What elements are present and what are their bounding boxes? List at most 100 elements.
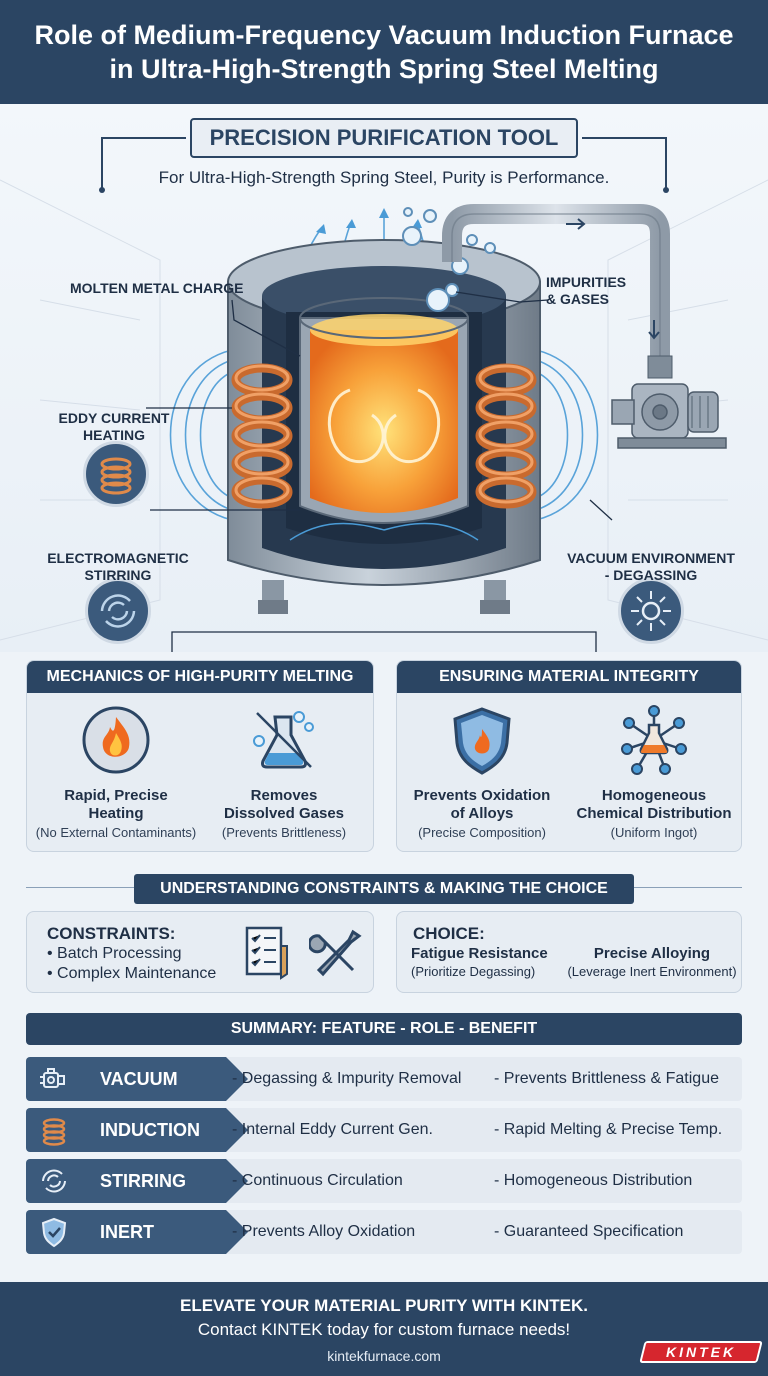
integrity-title: ENSURING MATERIAL INTEGRITY [397,661,741,693]
divider-left [26,887,136,888]
swirl-icon [42,1169,66,1193]
integrity-item-oxidation: Prevents Oxidation of Alloys (Precise Co… [397,703,567,840]
label-eddy-current: EDDY CURRENT HEATING [54,410,174,444]
label-impurities: IMPURITIES & GASES [546,274,626,308]
choice-option-alloying-sub: (Leverage Inert Environment) [567,964,737,979]
flame-icon [79,703,153,777]
furnace-diagram: PRECISION PURIFICATION TOOL For Ultra-Hi… [0,104,768,652]
oxidation-title-line2: of Alloys [450,805,514,822]
summary-row-inert-role: - Prevents Alloy Oxidation [232,1223,416,1240]
integrity-item-oxidation-sub: (Precise Composition) [418,825,546,840]
copper-coil-left-highlight [234,364,290,504]
headline-box: PRECISION PURIFICATION TOOL [190,118,578,158]
eddy-current-coil-icon [83,441,149,507]
summary-row-stirring-benefit: - Homogeneous Distribution [494,1172,693,1189]
tools-icon [309,929,362,977]
mechanics-item-gases-sub: (Prevents Brittleness) [221,825,347,840]
integrity-section: ENSURING MATERIAL INTEGRITY Prevents Oxi… [396,660,742,852]
summary-row-stirring-role: - Continuous Circulation [232,1172,403,1189]
summary-row-inert-benefit: - Guaranteed Specification [494,1223,684,1240]
mechanics-section: MECHANICS OF HIGH-PURITY MELTING Rapid, … [26,660,374,852]
summary-row-vacuum-feature: VACUUM [100,1069,178,1089]
choice-box: CHOICE: Fatigue Resistance (Prioritize D… [396,911,742,993]
label-stirring-line2: STIRRING [84,567,152,583]
coil-icon [42,1118,66,1146]
homogeneous-title-line1: Homogeneous [601,787,707,804]
background-lines [0,179,768,641]
mechanics-item-heating-sub: (No External Contaminants) [35,825,197,840]
mechanics-title: MECHANICS OF HIGH-PURITY MELTING [27,661,373,693]
summary-row-induction-feature: INDUCTION [100,1120,200,1140]
constraints-title: CONSTRAINTS: [47,924,176,943]
summary-row-vacuum-benefit: - Prevents Brittleness & Fatigue [494,1070,719,1087]
summary-title: SUMMARY: FEATURE - ROLE - BENEFIT [26,1013,742,1045]
shield-check-icon [41,1217,67,1248]
page-title-line2: in Ultra-High-Strength Spring Steel Melt… [109,54,659,84]
furnace-illustration [0,137,768,652]
summary-row-inert: INERT - Prevents Alloy Oxidation - Guara… [26,1210,742,1254]
constraints-box: CONSTRAINTS: • Batch Processing • Comple… [26,911,374,993]
choice-option-fatigue-sub: (Prioritize Degassing) [411,964,536,979]
summary-row-vacuum-role: - Degassing & Impurity Removal [232,1070,462,1087]
oxidation-title-line1: Prevents Oxidation [413,787,551,804]
summary-row-inert-feature: INERT [100,1222,154,1242]
vacuum-pump [611,383,727,449]
shield-flame-icon [445,703,519,777]
bottom-field-lines [289,522,479,541]
summary-row-induction-benefit: - Rapid Melting & Precise Temp. [494,1121,723,1138]
footer-headline: ELEVATE YOUR MATERIAL PURITY WITH KINTEK… [179,1296,589,1315]
molecule-flask-icon [617,703,691,777]
footer-url-link[interactable]: kintekfurnace.com [327,1348,441,1364]
integrity-item-homogeneous: Homogeneous Chemical Distribution (Unifo… [569,703,739,840]
divider-right [632,887,742,888]
label-impurities-line2: & GASES [546,291,610,307]
footer-cta: Contact KINTEK today for custom furnace … [197,1320,571,1339]
vacuum-pump-icon [40,1068,65,1088]
leader-lines [146,291,613,652]
label-electromagnetic-stirring: ELECTROMAGNETIC STIRRING [44,550,192,584]
summary-row-induction-role: - Internal Eddy Current Gen. [232,1121,433,1138]
mechanics-item-heating: Rapid, Precise Heating (No External Cont… [31,703,201,840]
label-eddy-line1: EDDY CURRENT [58,410,170,426]
stirring-swirls [327,388,441,464]
mechanics-item-gases-title: Removes Dissolved Gases [199,787,369,823]
page-title-line1: Role of Medium-Frequency Vacuum Inductio… [34,20,734,50]
integrity-item-homogeneous-sub: (Uniform Ingot) [610,825,698,840]
choice-option-alloying-title: Precise Alloying [593,945,711,962]
mechanics-item-gases: Removes Dissolved Gases (Prevents Brittl… [199,703,369,840]
choice-option-alloying: Precise Alloying (Leverage Inert Environ… [567,945,737,979]
heating-title-line2: Heating [88,805,144,822]
label-stirring-line1: ELECTROMAGNETIC [47,550,189,566]
page-header: Role of Medium-Frequency Vacuum Inductio… [0,0,768,104]
vacuum-degassing-icon [618,578,684,644]
stirring-swirl-icon [85,578,151,644]
summary-row-stirring-tag [26,1159,248,1203]
summary-row-stirring: STIRRING - Continuous Circulation - Homo… [26,1159,742,1203]
heating-title-line1: Rapid, Precise [64,787,168,804]
summary-row-induction: INDUCTION - Internal Eddy Current Gen. -… [26,1108,742,1152]
gas-bubbles [402,207,496,312]
choice-option-fatigue: Fatigue Resistance (Prioritize Degassing… [411,945,571,979]
homogeneous-title-line2: Chemical Distribution [576,805,732,822]
integrity-item-homogeneous-title: Homogeneous Chemical Distribution [569,787,739,823]
label-vacuum-line2: - DEGASSING [604,567,698,583]
choice-option-fatigue-title: Fatigue Resistance [411,945,548,962]
copper-coil-right-highlight [478,364,534,504]
kintek-logo-text: KINTEK [665,1344,737,1360]
constraint-item-batch: • Batch Processing [47,945,182,962]
mechanics-item-heating-title: Rapid, Precise Heating [31,787,201,823]
gases-title-line2: Dissolved Gases [223,805,345,822]
label-eddy-line2: HEATING [83,427,145,443]
label-vacuum-environment: VACUUM ENVIRONMENT - DEGASSING [562,550,740,584]
kintek-logo: KINTEK [639,1341,763,1363]
choice-title: CHOICE: [413,924,485,943]
label-impurities-line1: IMPURITIES [546,274,627,290]
gases-title-line1: Removes [250,787,318,804]
summary-row-stirring-feature: STIRRING [100,1171,187,1191]
label-molten-metal-charge: MOLTEN METAL CHARGE [70,280,244,296]
flask-bubbles-icon [247,703,321,777]
integrity-item-oxidation-title: Prevents Oxidation of Alloys [397,787,567,823]
headline-subline: For Ultra-High-Strength Spring Steel, Pu… [158,168,610,187]
summary-row-vacuum: VACUUM - Degassing & Impurity Removal - … [26,1057,742,1101]
checklist-icon [245,926,288,980]
